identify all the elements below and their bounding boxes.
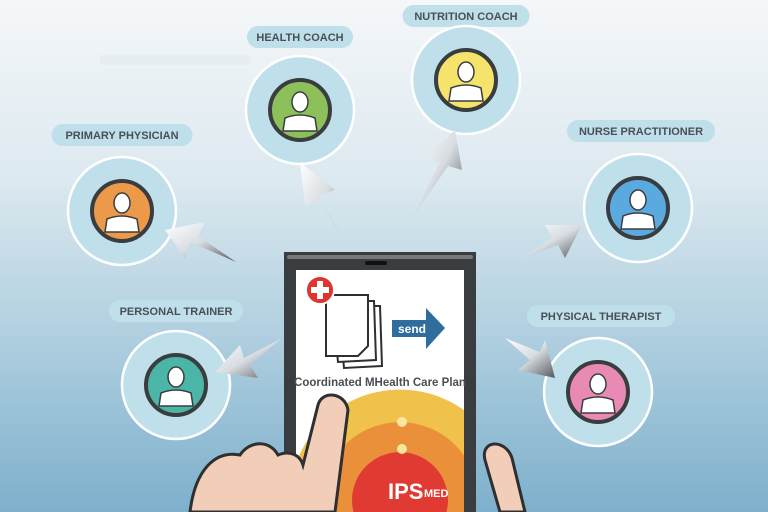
role-label: NUTRITION COACH <box>414 11 517 23</box>
role-nutrition-coach: NUTRITION COACH <box>402 5 530 136</box>
ring-inner <box>352 452 448 512</box>
decorative-bar <box>100 55 250 65</box>
role-label: PERSONAL TRAINER <box>120 306 233 318</box>
send-label: send <box>398 322 426 336</box>
role-label: PHYSICAL THERAPIST <box>541 311 662 323</box>
person-icon <box>282 91 318 132</box>
arrow-to-primary-physician <box>165 222 236 262</box>
role-physical-therapist: PHYSICAL THERAPIST <box>527 305 675 448</box>
person-icon <box>104 192 140 233</box>
role-personal-trainer: PERSONAL TRAINER <box>109 300 243 441</box>
arrow-to-physical-therapist <box>505 338 555 378</box>
person-icon <box>448 61 484 102</box>
hands <box>188 393 527 512</box>
arrow-to-health-coach <box>300 162 343 240</box>
role-label: PRIMARY PHYSICIAN <box>65 130 178 142</box>
person-icon <box>580 373 616 414</box>
role-label-pill <box>402 5 530 27</box>
person-icon <box>620 189 656 230</box>
person-icon <box>158 366 194 407</box>
dot <box>397 417 407 427</box>
care-plan-caption: Coordinated MHealth Care Plan <box>294 377 466 389</box>
documents-icon <box>325 294 384 370</box>
arrow-to-nutrition-coach <box>412 130 462 218</box>
dot <box>397 444 407 454</box>
role-label-pill <box>247 26 353 48</box>
role-label: HEALTH COACH <box>256 32 343 44</box>
role-label-pill <box>109 300 243 322</box>
role-label: NURSE PRACTITIONER <box>579 126 703 138</box>
role-label-pill <box>527 305 675 327</box>
arrow-to-personal-trainer <box>215 338 282 378</box>
role-label-pill <box>567 120 715 142</box>
role-primary-physician: PRIMARY PHYSICIAN <box>51 124 193 267</box>
arrow-to-nurse-practitioner <box>522 225 582 258</box>
role-nurse-practitioner: NURSE PRACTITIONER <box>567 120 715 264</box>
logo-ips: IPS <box>388 479 423 504</box>
role-label-pill <box>51 124 193 146</box>
role-health-coach: HEALTH COACH <box>244 26 356 166</box>
speaker <box>365 261 387 265</box>
send-arrow-button[interactable] <box>392 308 445 349</box>
logo-med: MED <box>424 488 449 500</box>
